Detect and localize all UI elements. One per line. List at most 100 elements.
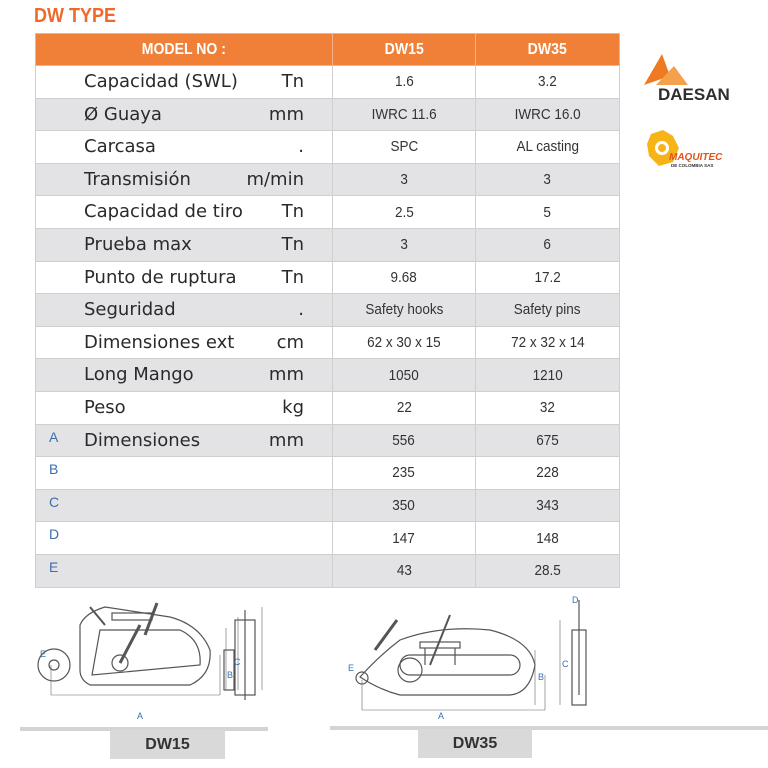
spec-name: Dimensiones ext: [84, 331, 235, 353]
spec-name: Long Mango: [84, 364, 194, 386]
dw35-value-text: IWRC 16.0: [514, 105, 581, 123]
model-dw15-text: DW15: [384, 40, 424, 58]
dw35-value: 28.5: [475, 553, 620, 588]
dw35-value-text: 6: [543, 236, 552, 254]
dw15-value: SPC: [332, 130, 476, 164]
dw15-value-text: 62 x 30 x 15: [367, 334, 441, 352]
dim-label-c-35: C: [562, 659, 569, 669]
dw15-value: 43: [332, 553, 476, 588]
dw35-value: 3: [475, 162, 620, 197]
table-row: D 147 148: [35, 521, 620, 555]
dim-label-a: A: [137, 711, 143, 721]
dimension-letter: D: [49, 526, 60, 543]
dim-label-a-35: A: [438, 711, 444, 721]
table-row: Capacidad (SWL) Tn 1.6 3.2: [35, 65, 620, 99]
spec-unit: mm: [268, 364, 304, 386]
dw15-value-text: 3: [400, 171, 408, 189]
table-row: B 235 228: [35, 456, 620, 490]
dw15-value-text: 350: [392, 497, 416, 515]
dw15-value-text: 9.68: [390, 268, 418, 286]
dw35-value-text: 28.5: [534, 562, 561, 580]
spec-unit: .: [298, 136, 304, 158]
dw15-value-text: 43: [396, 562, 412, 580]
dw35-value-text: 675: [536, 431, 559, 449]
row-label: Peso kg: [35, 390, 333, 425]
dw15-value-text: 2.5: [394, 203, 414, 221]
dim-label-e-35: E: [348, 663, 354, 673]
dw15-value: 235: [332, 456, 476, 490]
dw15-value: 1.6: [332, 65, 476, 99]
dw35-value-text: 3: [543, 171, 552, 189]
row-label: A Dimensiones mm: [35, 423, 333, 458]
table-row: Prueba max Tn 3 6: [35, 227, 620, 262]
page-title: DW TYPE: [34, 5, 117, 27]
model-dw35: DW35: [475, 33, 620, 66]
dw15-value: 147: [332, 521, 476, 555]
divider: [330, 726, 768, 730]
spec-unit: m/min: [246, 168, 304, 190]
row-label: Dimensiones ext cm: [35, 325, 333, 360]
dw35-value-text: Safety pins: [514, 301, 581, 319]
spec-unit: kg: [282, 396, 304, 418]
row-label: E: [35, 553, 333, 588]
dim-label-b-35: B: [538, 672, 544, 682]
dw35-value: 228: [475, 456, 620, 490]
dw15-drawing: A B C D E: [37, 602, 263, 721]
dw35-value: 675: [475, 423, 620, 458]
dimension-letter: E: [49, 558, 59, 575]
dw15-value: 3: [332, 162, 476, 197]
dim-label-c: C: [234, 657, 241, 667]
spec-unit: mm: [268, 103, 304, 125]
dw15-value-text: SPC: [390, 138, 418, 156]
dw15-value-text: 1.6: [394, 73, 414, 91]
dw35-value: 343: [475, 488, 620, 523]
row-label: Prueba max Tn: [35, 227, 333, 262]
dw35-value: Safety pins: [475, 293, 620, 327]
dw35-value-text: AL casting: [516, 138, 579, 156]
spec-unit: Tn: [281, 201, 304, 223]
dw35-value: IWRC 16.0: [475, 97, 620, 132]
dw35-value-text: 72 x 32 x 14: [510, 334, 585, 352]
daesan-logo: DAESAN: [644, 54, 730, 104]
dw35-value-text: 5: [543, 203, 552, 221]
row-label: C: [35, 488, 333, 523]
table-row: Carcasa . SPC AL casting: [35, 130, 620, 164]
caption-dw35: DW35: [418, 729, 532, 758]
spec-name: Capacidad de tiro: [84, 201, 243, 223]
table-header: MODEL NO : DW15 DW35: [35, 33, 620, 66]
caption-dw15: DW15: [110, 730, 225, 759]
row-label: Transmisión m/min: [35, 162, 333, 197]
maquitec-logo: MAQUITEC DE COLOMBIA SAS: [647, 130, 723, 168]
dw15-value-text: 235: [392, 464, 416, 482]
model-label-text: MODEL NO :: [141, 40, 227, 58]
spec-name: Seguridad: [84, 299, 176, 321]
dimension-letter: A: [49, 428, 59, 445]
model-dw35-text: DW35: [527, 40, 568, 58]
table-row: Long Mango mm 1050 1210: [35, 358, 620, 392]
dw15-value-text: 556: [392, 431, 416, 449]
spec-unit: .: [298, 299, 304, 321]
dw15-value: 22: [332, 390, 476, 425]
maquitec-logo-text: MAQUITEC: [669, 152, 723, 163]
table-row: Dimensiones ext cm 62 x 30 x 15 72 x 32 …: [35, 325, 620, 360]
daesan-logo-text: DAESAN: [658, 85, 730, 104]
row-label: Carcasa .: [35, 130, 333, 164]
dimension-letter: B: [49, 461, 59, 478]
row-label: Long Mango mm: [35, 358, 333, 392]
dw15-value-text: 22: [396, 399, 412, 417]
dw15-value: 3: [332, 227, 476, 262]
table-row: E 43 28.5: [35, 553, 620, 588]
table-row: C 350 343: [35, 488, 620, 523]
spec-table: MODEL NO : DW15 DW35 Capacidad (SWL) Tn …: [35, 33, 620, 588]
dw35-value-text: 17.2: [534, 268, 561, 286]
dw15-value: 1050: [332, 358, 476, 392]
dw35-drawing: A B C D E: [348, 595, 587, 721]
dw15-value: 2.5: [332, 195, 476, 229]
dw15-value: Safety hooks: [332, 293, 476, 327]
dw35-value-text: 3.2: [538, 73, 557, 91]
dw35-value: 32: [475, 390, 620, 425]
row-label: B: [35, 456, 333, 490]
row-label: Ø Guaya mm: [35, 97, 333, 132]
dw35-value-text: 228: [536, 464, 559, 482]
spec-unit: cm: [276, 331, 304, 353]
